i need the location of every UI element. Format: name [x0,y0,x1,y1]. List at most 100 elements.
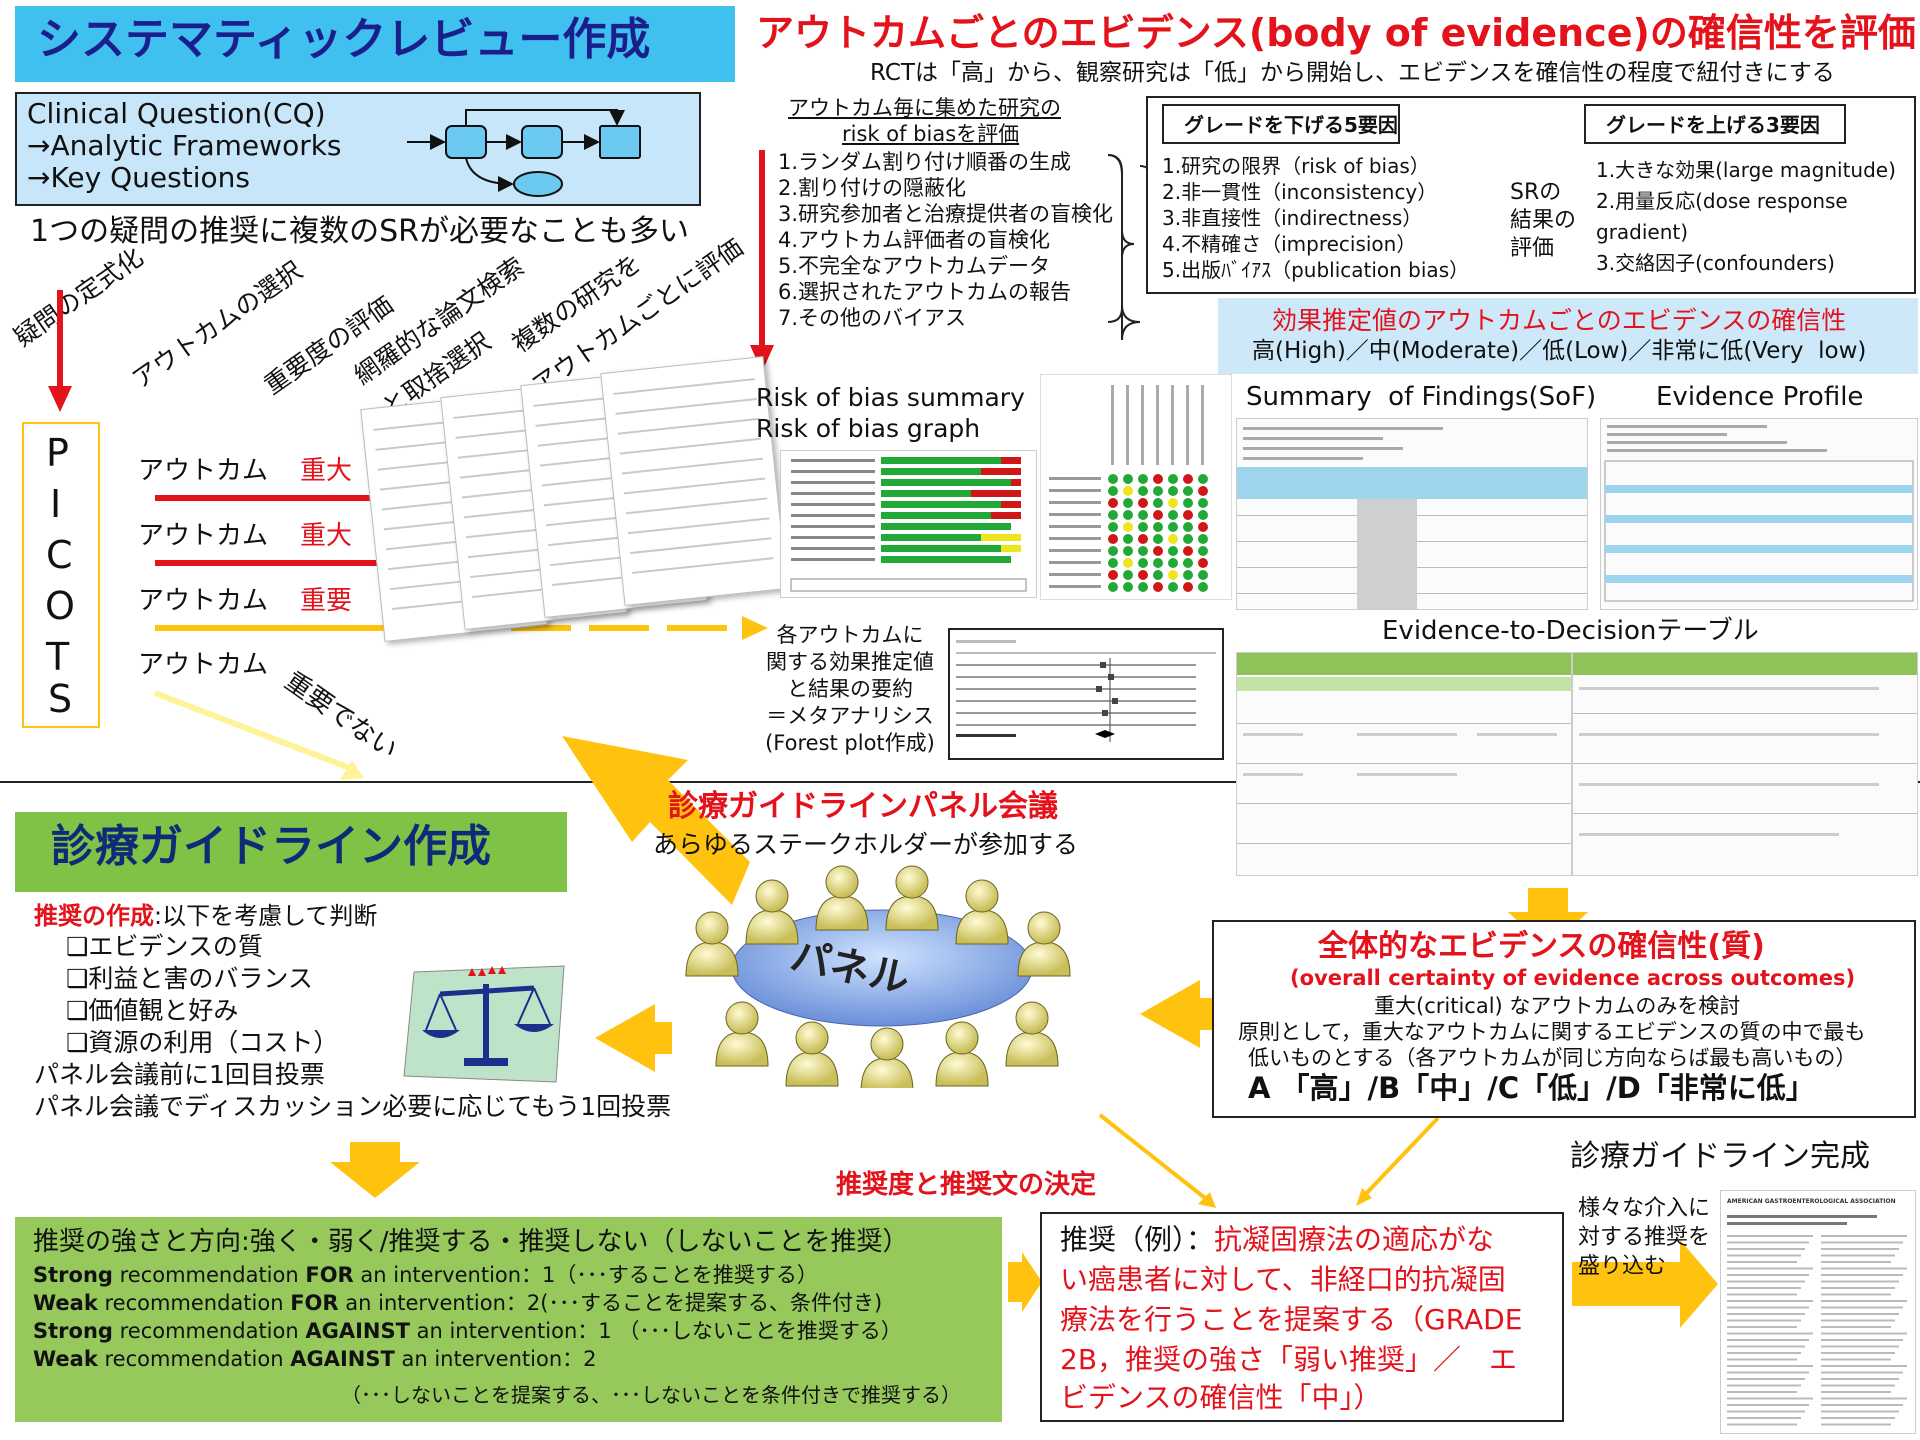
overall-box: 全体的なエビデンスの確信性(質) (overall certainty of e… [1212,920,1916,1118]
rob-item: 3.研究参加者と治療提供者の盲検化 [778,202,1114,226]
rob-dot [1138,534,1148,544]
strength-box: 推奨の強さと方向:強く・弱く/推奨する・推奨しない（しないことを推奨） Stro… [15,1217,1002,1422]
sof-to-overall-arrow [1508,888,1588,950]
rec-factor: ❑価値観と好み [66,996,239,1025]
rob-item: 6.選択されたアウトカムの報告 [778,280,1072,304]
gl-down-arrow [330,1142,420,1198]
rec-making: 推奨の作成:以下を考慮して判断 [34,904,377,928]
rob-dot [1183,570,1193,580]
sr-result-line: 評価 [1510,236,1555,261]
outcome-line-4 [153,690,357,773]
rob-dot [1123,522,1133,532]
overall-line: 重大(critical) なアウトカムのみを検討 [1374,994,1741,1018]
forest-plot-thumb [948,628,1224,760]
meta-line: ＝メタアナリシス [766,704,934,728]
sof-thumb [1236,418,1588,610]
rob-list: 1.ランダム割り付け順番の生成 2.割り付けの隠蔽化 3.研究参加者と治療提供者… [778,152,1113,334]
gl-note-line: 対する推奨を [1578,1225,1711,1250]
rob-dot [1123,510,1133,520]
strength-dir: AGAINST [290,1347,395,1371]
rob-item: 1.ランダム割り付け順番の生成 [778,150,1072,174]
rob-summary-label: Risk of bias summary [756,383,1025,412]
strength-word: Weak [33,1347,98,1371]
rob-dot [1138,486,1148,496]
rob-dot [1183,582,1193,592]
rob-dot [1198,474,1208,484]
rob-dot [1123,486,1133,496]
rob-dot [1183,546,1193,556]
strength-word: Weak [33,1291,98,1315]
rob-dot [1108,498,1118,508]
rec-making-label: 推奨の作成 [34,902,154,930]
panel-person [685,911,739,977]
rec-example-line: ビデンスの確信性「中」） [1060,1381,1382,1414]
rob-dot [1153,582,1163,592]
picots-letter: P [46,431,69,475]
rob-item: 7.その他のバイアス [778,306,967,330]
rob-graph-bars [790,457,1027,592]
ep-thumb [1600,418,1918,610]
strength-to-rec-arrow [1010,1252,1042,1312]
cq-box: Clinical Question(CQ) →Analytic Framewor… [15,92,701,206]
rob-dot [1153,558,1163,568]
rob-item: 2.割り付けの隠蔽化 [778,176,967,200]
rob-dot [1168,486,1178,496]
eval-title: アウトカムごとのエビデンス(body of evidence)の確信性を評価 [756,11,1916,55]
outcome-label: アウトカム [138,586,269,616]
downgrade-item: 5.出版ﾊﾞｲｱｽ（publication bias） [1162,258,1470,282]
upgrade-item: 3.交絡因子(confounders) [1596,251,1835,275]
rob-dot [1198,510,1208,520]
strength-word: Strong [33,1319,113,1343]
rob-header: アウトカム毎に集めた研究の [788,96,1061,120]
outcome-importance: 重要 [300,586,353,616]
ep-label: Evidence Profile [1656,382,1864,412]
strength-dir: FOR [305,1263,354,1287]
rob-dot [1183,534,1193,544]
gl-complete: 診療ガイドライン完成 [1570,1139,1870,1174]
rob-summary-thumb [1040,374,1232,600]
rec-factor: ❑資源の利用（コスト） [66,1028,339,1057]
rob-dot [1123,570,1133,580]
sr-result-line: SRの [1510,180,1562,205]
rob-dot [1198,534,1208,544]
gl-title: 診療ガイドライン作成 [51,821,491,872]
rob-dot [1138,510,1148,520]
rob-dot [1138,498,1148,508]
rob-dot [1138,474,1148,484]
rob-dot [1108,546,1118,556]
picots-box: P I C O T S [22,422,100,728]
etd-label: Evidence-to-Decisionテーブル [1382,616,1759,646]
strength-last: （･･･しないことを提案する、･･･しないことを条件付きで推奨する） [341,1383,961,1407]
rob-dot [1198,546,1208,556]
sr-title-banner: システマティックレビュー作成 [15,6,735,82]
upgrade-list: 1.大きな効果(large magnitude) 2.用量反応(dose res… [1596,160,1896,284]
rob-item: 4.アウトカム評価者の盲検化 [778,228,1051,252]
etd-lines [1573,687,1917,836]
outcome-label: アウトカム [138,650,269,680]
overall-grades: A 「高」/B「中」/C「低」/D「非常に低」 [1248,1071,1815,1105]
rob-dot [1198,486,1208,496]
gl-note-line: 盛り込む [1578,1254,1667,1279]
rob-dot [1108,486,1118,496]
upgrade-item: gradient) [1596,220,1689,244]
picots-letter: C [46,533,73,577]
decision-label: 推奨度と推奨文の決定 [836,1170,1097,1200]
analytic-framework-icon [407,109,641,197]
sof-lines [1237,427,1587,609]
rob-dot [1198,522,1208,532]
rec-example-line: 療法を行うことを提案する（GRADE [1060,1303,1523,1336]
down-arrow-left-head [48,386,72,412]
rob-dot [1168,558,1178,568]
rob-dot [1123,582,1133,592]
picots-letter: O [45,584,75,628]
grade-factors-box: グレードを下げる5要因 グレードを上げる3要因 1.研究の限界（risk of … [1146,96,1916,294]
panel-to-sr-arrow [562,736,750,905]
rob-dot [1153,510,1163,520]
upgrade-item: 1.大きな効果(large magnitude) [1596,158,1896,182]
panel-people [685,865,1071,1093]
rob-dot [1198,498,1208,508]
gl-note-line: 様々な介入に [1578,1196,1711,1221]
certainty-levels: 高(High)／中(Moderate)／低(Low)／非常に低(Very low… [1252,338,1867,364]
eval-subtitle: RCTは「高」から、観察研究は「低」から開始し、エビデンスを確信性の程度で紐付き… [870,60,1835,86]
rec-to-gl-arrow [1572,1240,1718,1328]
